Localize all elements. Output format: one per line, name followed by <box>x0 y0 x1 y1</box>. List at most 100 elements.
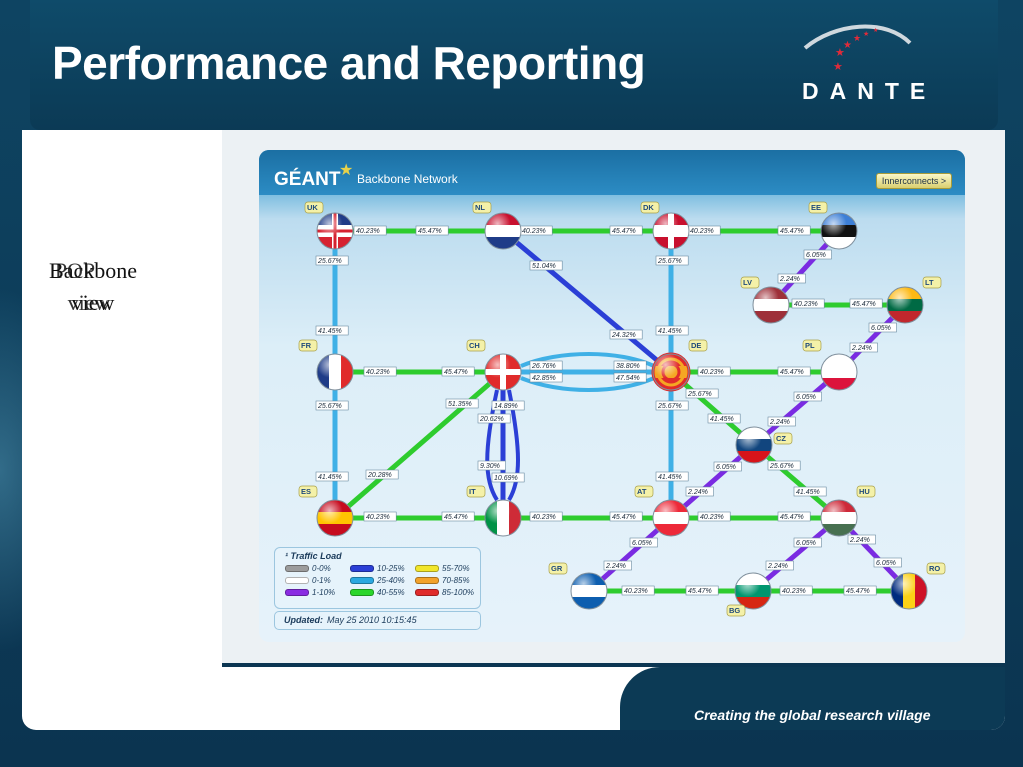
side-caption-line-1: Backbone <box>49 258 137 283</box>
country-node-it[interactable]: IT <box>466 485 522 537</box>
country-code: FR <box>301 341 312 350</box>
country-node-ee[interactable]: EE <box>808 201 858 250</box>
country-node-bg[interactable]: BG <box>726 572 772 617</box>
country-node-pl[interactable]: PL <box>802 339 858 391</box>
svg-text:25.67%: 25.67% <box>769 463 794 470</box>
svg-text:45.47%: 45.47% <box>612 514 636 521</box>
svg-text:25.67%: 25.67% <box>657 258 682 265</box>
link-load-label: 41.45% <box>655 325 689 336</box>
country-node-at[interactable]: AT <box>634 485 690 537</box>
map-subtitle: Backbone Network <box>357 172 458 186</box>
legend-swatch <box>350 565 374 573</box>
legend-swatch <box>285 589 309 597</box>
legend-swatch <box>285 577 309 585</box>
legend-swatch <box>350 589 374 597</box>
link-load-label: 6.05% <box>629 537 658 548</box>
svg-text:6.05%: 6.05% <box>796 394 816 401</box>
country-tag <box>773 432 793 445</box>
country-node-nl[interactable]: NL <box>472 201 522 250</box>
legend-label: 1-10% <box>312 588 336 597</box>
link-load-label: 45.47% <box>777 366 811 377</box>
country-node-ro[interactable]: RO <box>890 562 946 610</box>
link-load-label: 25.67% <box>655 255 689 266</box>
legend-title: ¹ Traffic Load <box>285 551 342 561</box>
country-node-uk[interactable]: UK <box>304 201 354 250</box>
svg-text:51.35%: 51.35% <box>448 401 472 408</box>
svg-text:2.24%: 2.24% <box>779 276 800 283</box>
link-load-label: 25.67% <box>685 388 719 399</box>
link-load-label: 25.67% <box>767 460 801 471</box>
legend-item: 0-1% <box>285 576 331 585</box>
svg-text:10.69%: 10.69% <box>494 475 518 482</box>
svg-text:6.05%: 6.05% <box>632 540 652 547</box>
svg-text:42.85%: 42.85% <box>532 375 556 382</box>
link-load-label: 6.05% <box>803 249 832 260</box>
country-code: LT <box>925 278 934 287</box>
legend-item: 1-10% <box>285 588 335 597</box>
network-link[interactable] <box>750 515 842 594</box>
country-code: EE <box>811 203 821 212</box>
legend-item: 25-40% <box>350 576 405 585</box>
link-load-label: 45.47% <box>777 225 811 236</box>
country-tag <box>298 339 318 352</box>
link-load-label: 20.62% <box>477 413 511 424</box>
svg-text:2.24%: 2.24% <box>769 419 790 426</box>
svg-text:20.28%: 20.28% <box>367 472 392 479</box>
svg-text:40.23%: 40.23% <box>794 301 818 308</box>
country-node-lv[interactable]: LV <box>740 276 790 324</box>
network-diagram: 40.23% 45.47% 40.23% 45.47% 40.23% 45.47% 25.6… <box>298 201 946 617</box>
country-code: ES <box>301 487 311 496</box>
country-node-hu[interactable]: HU <box>820 485 876 537</box>
link-load-label: 40.23% <box>353 225 387 236</box>
country-code: PL <box>805 341 815 350</box>
svg-text:45.47%: 45.47% <box>444 369 468 376</box>
network-link[interactable] <box>332 369 506 521</box>
legend-label: 25-40% <box>377 576 405 585</box>
svg-text:40.23%: 40.23% <box>782 588 806 595</box>
country-node-fr[interactable]: FR <box>298 339 354 391</box>
svg-text:26.76%: 26.76% <box>531 363 556 370</box>
link-load-label: 40.23% <box>791 298 825 309</box>
svg-text:45.47%: 45.47% <box>780 369 804 376</box>
network-link[interactable] <box>751 442 842 521</box>
network-link[interactable] <box>500 228 674 375</box>
svg-text:45.47%: 45.47% <box>846 588 870 595</box>
link-load-label: 2.24% <box>685 486 714 497</box>
interconnects-button[interactable]: Innerconnects > <box>876 173 952 189</box>
svg-text:41.45%: 41.45% <box>318 474 342 481</box>
country-node-lt[interactable]: LT <box>886 276 942 324</box>
map-brand: GÉANT <box>274 169 341 190</box>
link-load-label: 40.23% <box>697 511 731 522</box>
legend-item: 10-25% <box>350 564 405 573</box>
country-code: DK <box>643 203 654 212</box>
network-link[interactable] <box>751 369 842 448</box>
svg-text:41.45%: 41.45% <box>658 328 682 335</box>
legend-item: 55-70% <box>415 564 470 573</box>
country-node-cz[interactable]: CZ <box>735 426 793 464</box>
link-load-label: 6.05% <box>793 537 822 548</box>
link-load-label: 2.24% <box>847 534 876 545</box>
svg-text:2.24%: 2.24% <box>851 345 872 352</box>
side-caption-overlay-2: view <box>67 290 111 315</box>
country-node-ch[interactable]: CH <box>466 339 522 391</box>
svg-text:★: ★ <box>835 46 845 59</box>
country-node-gr[interactable]: GR <box>548 562 608 610</box>
svg-text:47.54%: 47.54% <box>616 375 640 382</box>
country-node-dk[interactable]: DK <box>640 201 690 250</box>
country-node-es[interactable]: ES <box>298 485 354 537</box>
legend-item: 40-55% <box>350 588 405 597</box>
link-load-label: 45.47% <box>685 585 719 596</box>
link-load-label: 40.23% <box>697 366 731 377</box>
country-node-de[interactable]: DE <box>651 339 708 392</box>
link-load-label: 26.76% <box>529 360 563 371</box>
legend-label: 70-85% <box>442 576 470 585</box>
updated-label: Updated: <box>284 615 323 625</box>
link-load-label: 45.47% <box>777 511 811 522</box>
legend-swatch <box>415 577 439 585</box>
svg-text:41.45%: 41.45% <box>796 489 820 496</box>
footer-band <box>620 667 1005 730</box>
legend-item: 85-100% <box>415 588 474 597</box>
link-load-label: 25.67% <box>655 400 689 411</box>
svg-text:6.05%: 6.05% <box>716 464 736 471</box>
link-load-label: 40.23% <box>779 585 813 596</box>
